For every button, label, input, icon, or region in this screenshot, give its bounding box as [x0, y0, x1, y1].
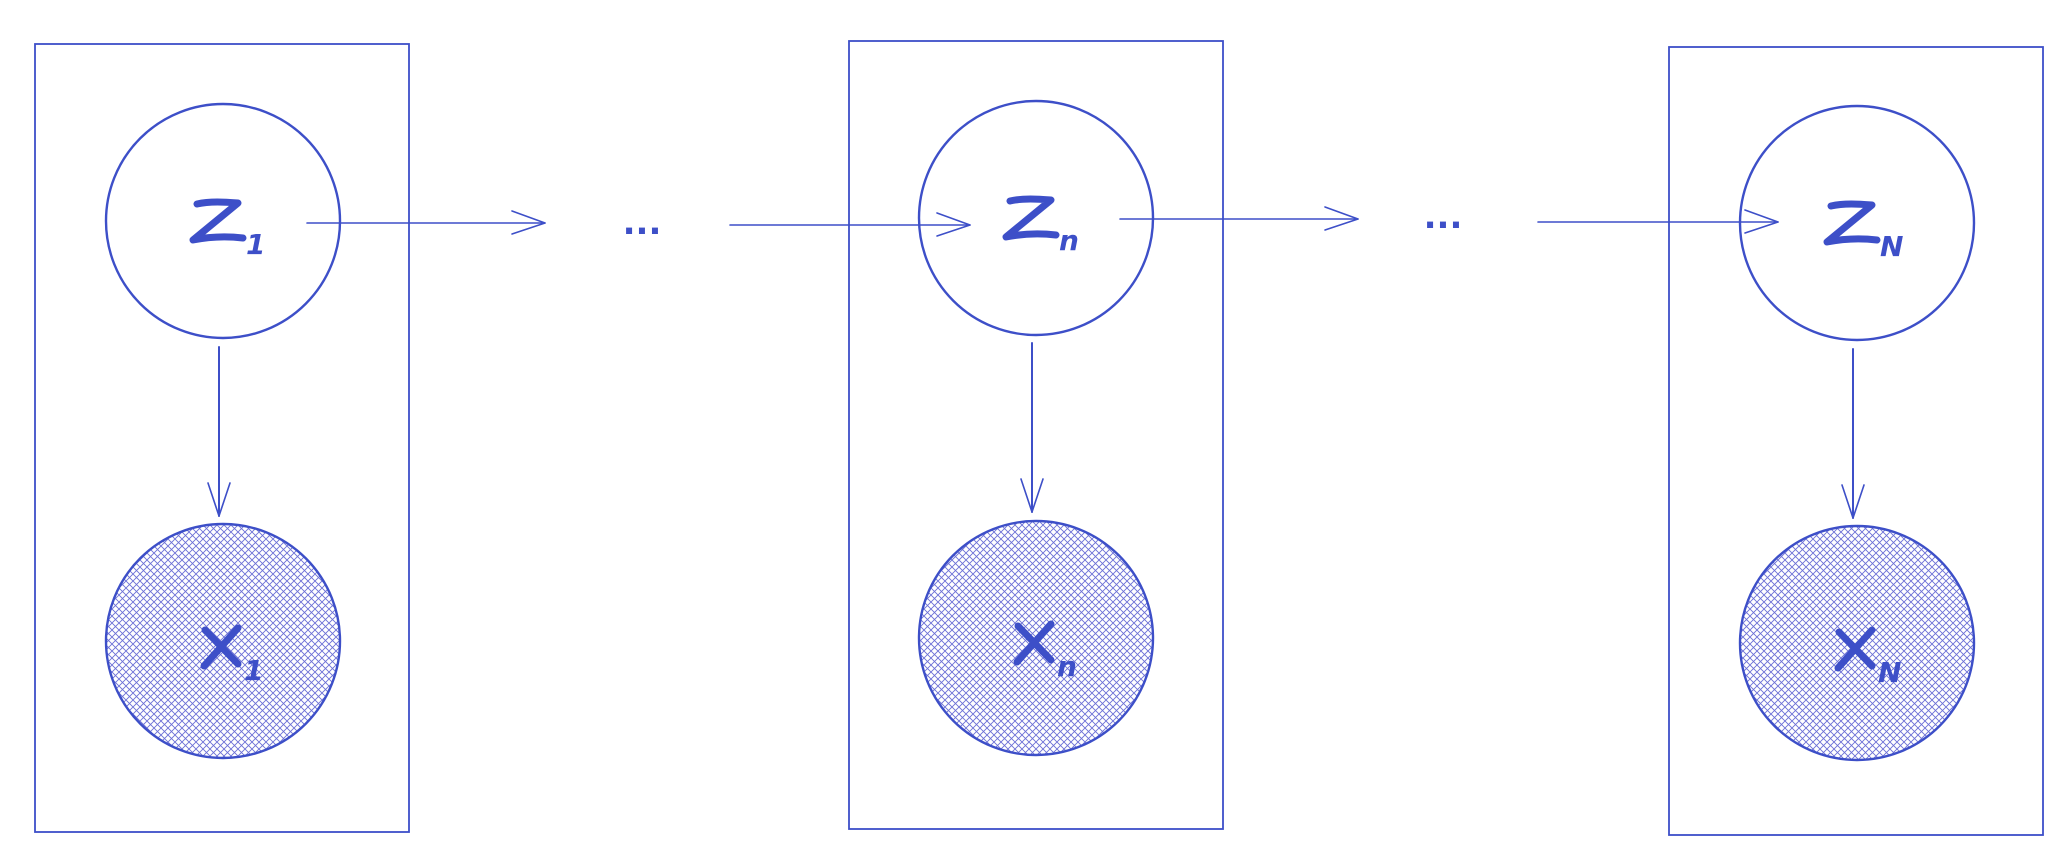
arrowhead-z1-to-x1	[207, 482, 231, 517]
z-glyph	[189, 198, 247, 244]
label-x1: 1	[200, 624, 263, 687]
x-glyph	[1834, 626, 1876, 672]
x-glyph	[200, 624, 242, 670]
label-xn: n	[1013, 620, 1077, 683]
plate-n	[848, 40, 1224, 830]
plate-N	[1668, 46, 2044, 836]
arrowhead-zN-to-xN	[1841, 484, 1865, 519]
hidden-node-zn	[917, 99, 1155, 337]
arrowhead-zn-to-ellipsis	[1324, 206, 1359, 231]
z-glyph	[1002, 195, 1060, 241]
label-zn-subscript: n	[1059, 224, 1079, 257]
ellipsis-2: ...	[1424, 197, 1463, 237]
hidden-node-zN	[1738, 104, 1976, 342]
label-xN-subscript: N	[1878, 656, 1901, 689]
label-z1-subscript: 1	[246, 228, 265, 261]
x-glyph	[1013, 620, 1055, 666]
label-zn: n	[1002, 195, 1079, 257]
z-glyph	[1823, 200, 1881, 246]
label-zN-subscript: N	[1880, 230, 1903, 263]
hidden-node-z1	[104, 102, 342, 340]
arrowhead-zn-to-xn	[1020, 478, 1044, 513]
label-zN: N	[1823, 200, 1903, 263]
arrowhead-zn-in-overlay	[936, 212, 971, 237]
arrowhead-z1-to-ellipsis	[511, 210, 546, 235]
plate-1	[34, 43, 410, 833]
arrowhead-zN-in-overlay	[1744, 209, 1779, 234]
label-x1-subscript: 1	[244, 654, 263, 687]
label-z1: 1	[189, 198, 265, 261]
label-xN: N	[1834, 626, 1901, 689]
label-xn-subscript: n	[1057, 650, 1077, 683]
ellipsis-1: ...	[623, 203, 662, 243]
